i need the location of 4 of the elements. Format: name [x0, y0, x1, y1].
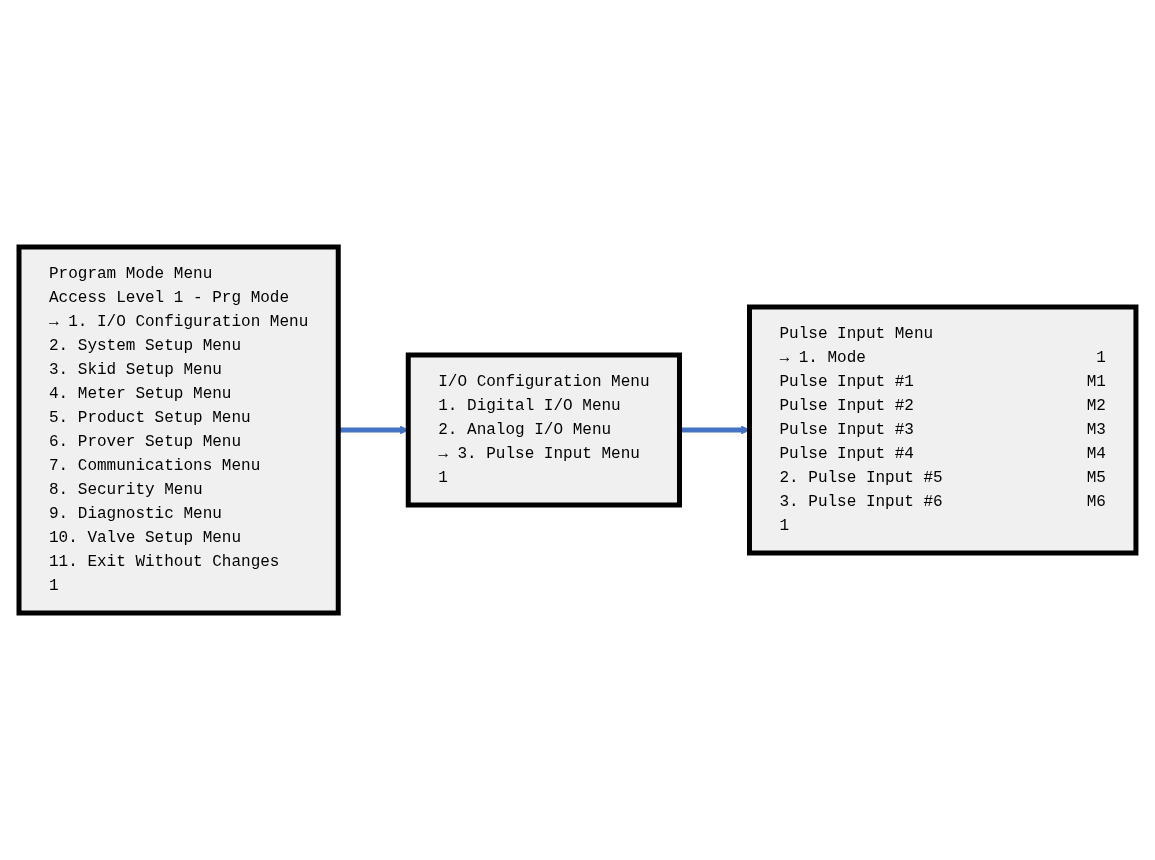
node-box: Program Mode Menu Access Level 1 - Prg Mode → 1. I/O Configuration Menu 2. System Setup Menu 3. Skid Setup Menu 4. Meter Setup Menu 5. Product Setup Menu 6. Prover Setup Menu 7. Communications Menu 8. Security Menu 9. Diagnostic Menu 10. Valve Setup Menu 11. Exit Without Changes 1 — [16, 244, 341, 616]
node-box: I/O Configuration Menu 1. Digital I/O Menu 2. Analog I/O Menu → 3. Pulse Input Menu 1 — [405, 352, 682, 508]
arrow — [338, 425, 409, 435]
node-box: Pulse Input Menu → 1. Mode 1 Pulse Input #1 M1 Pulse Input #2 M2 Pulse Input #3 M3 Pulse Input #4 M4 2. Pulse Input #5 M5 3. Pulse Input #6 M6 1 — [747, 304, 1139, 556]
